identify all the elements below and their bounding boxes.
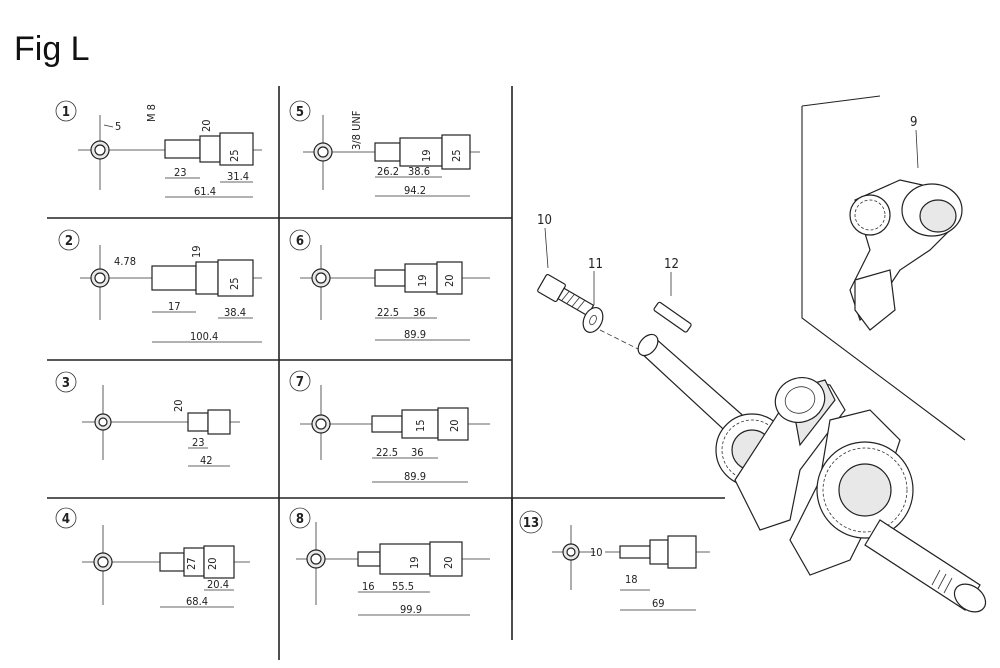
- variant-5-dim: 26.2: [377, 165, 399, 178]
- variant-2-panel: 2 4.78 19 25 17 38.4 100.4: [58, 229, 262, 343]
- variant-1-dim: 25: [228, 149, 241, 162]
- variant-7-dim: 89.9: [404, 470, 426, 483]
- variant-6-number: 6: [296, 234, 304, 249]
- key-part: [653, 301, 692, 333]
- variant-5-dim: 94.2: [404, 184, 426, 197]
- variant-6-dim: 22.5: [377, 306, 399, 319]
- variant-8-dim: 99.9: [400, 603, 422, 616]
- variant-1-dim: 20: [200, 119, 213, 132]
- bolt-part: [537, 273, 595, 317]
- variant-2-dim: 17: [168, 300, 181, 313]
- callout-12: 12: [664, 257, 679, 272]
- variant-5-dim: 25: [450, 149, 463, 162]
- variant-6-dim: 36: [413, 306, 426, 319]
- callout-11: 11: [588, 257, 603, 272]
- output-shaft: [864, 519, 981, 611]
- variant-4-dim: 20.4: [207, 578, 229, 591]
- variant-4-dim: 27: [185, 557, 198, 570]
- variant-2-dim: 38.4: [224, 306, 246, 319]
- variant-4-dim: 20: [206, 557, 219, 570]
- variant-6-dim: 89.9: [404, 328, 426, 341]
- variant-7-dim: 20: [448, 419, 461, 432]
- inset-part-9: 9: [801, 95, 966, 441]
- variant-5-panel: 5 3/8 UNF 19 25 26.2 38.6 94.2: [289, 100, 480, 197]
- variant-1-panel: 1 5 M 8 20 25 23 31.4 61.4: [55, 100, 262, 198]
- variant-2-dim: 100.4: [190, 330, 218, 343]
- variant-2-dim: 19: [190, 245, 203, 258]
- callout-10: 10: [537, 213, 552, 228]
- variant-7-dim: 36: [411, 446, 424, 459]
- variant-7-number: 7: [296, 375, 304, 390]
- variant-13-bore: 10: [590, 546, 603, 559]
- figure-title: Fig L: [14, 30, 90, 68]
- variant-7-dim: 22.5: [376, 446, 398, 459]
- variant-1-thread: M 8: [145, 104, 158, 122]
- variant-4-panel: 4 27 20 20.4 68.4: [55, 507, 250, 608]
- variant-1-dim: 31.4: [227, 170, 249, 183]
- variant-6-panel: 6 19 20 22.5 36 89.9: [289, 229, 490, 341]
- variant-2-dim: 25: [228, 277, 241, 290]
- variant-1-bore: 5: [115, 120, 121, 133]
- variant-3-dim: 20: [172, 399, 185, 412]
- variant-5-number: 5: [296, 105, 304, 120]
- variant-1-dim: 61.4: [194, 185, 216, 198]
- variant-8-number: 8: [296, 512, 304, 527]
- panel-grid: [47, 86, 725, 660]
- variant-5-dim: 19: [420, 149, 433, 162]
- variant-3-dim: 42: [200, 454, 213, 467]
- variant-5-dim: 38.6: [408, 165, 430, 178]
- washer-part: [582, 307, 604, 333]
- variant-13-dim: 69: [652, 597, 665, 610]
- variant-8-dim: 20: [442, 556, 455, 569]
- variant-3-panel: 3 20 23 42: [55, 371, 240, 467]
- variant-8-dim: 55.5: [392, 580, 414, 593]
- crank-pin: [774, 377, 826, 423]
- variant-5-thread: 3/8 UNF: [350, 110, 363, 150]
- variant-2-bore: 4.78: [114, 255, 136, 268]
- variant-1-dim: 23: [174, 166, 187, 179]
- variant-8-dim: 19: [408, 556, 421, 569]
- variant-13-number: 13: [523, 516, 539, 531]
- variant-7-panel: 7 15 20 22.5 36 89.9: [289, 370, 490, 483]
- crankshaft-exploded-view: 10 11 12: [537, 95, 987, 613]
- variant-2-number: 2: [65, 234, 73, 249]
- variant-13-dim: 18: [625, 573, 638, 586]
- callout-9: 9: [910, 115, 917, 130]
- variant-8-dim: 16: [362, 580, 375, 593]
- variant-4-number: 4: [62, 512, 70, 527]
- variant-4-dim: 68.4: [186, 595, 208, 608]
- variant-1-number: 1: [62, 105, 70, 120]
- variant-3-dim: 23: [192, 436, 205, 449]
- large-gear: [816, 441, 914, 539]
- variant-7-dim: 15: [414, 419, 427, 432]
- variant-8-panel: 8 19 20 16 55.5 99.9: [289, 507, 490, 616]
- variant-3-number: 3: [62, 376, 70, 391]
- variant-13-panel: 13 10 18 69: [519, 510, 710, 611]
- variant-6-dim: 19: [416, 274, 429, 287]
- variant-6-dim: 20: [443, 274, 456, 287]
